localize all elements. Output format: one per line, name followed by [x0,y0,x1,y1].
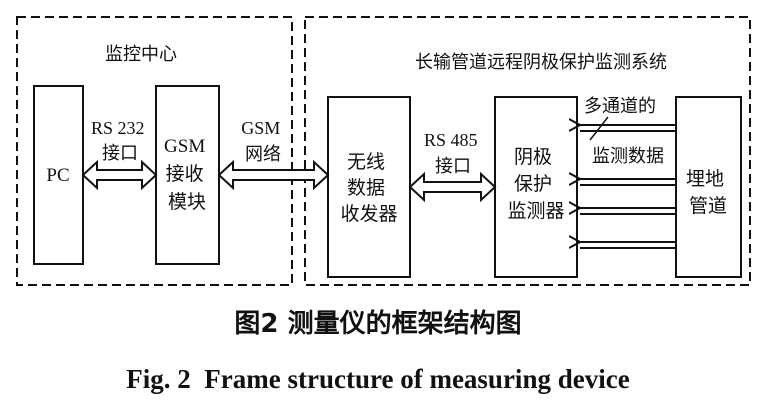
rs485-label: RS 485 接口 [424,130,482,177]
buried-pipeline-block [675,96,742,278]
channel-arrow-1 [580,125,676,132]
pc-block-text: PC [46,165,69,186]
rs232-bus-arrow [81,159,158,191]
channel-arrow-2 [580,179,676,186]
caption-chinese: 图2 测量仪的框架结构图 [234,308,521,339]
multichannel-data-label: 多通道的 监测数据 [584,96,664,167]
caption-english: Fig. 2 Frame structure of measuring devi… [126,364,629,394]
cathodic-monitor-block [494,96,578,278]
gsm-module-block [155,85,220,265]
gsm-network-label: GSM 网络 [241,118,285,165]
multichannel-leader-line [589,116,609,141]
gsm-network-bus-arrow [217,159,330,191]
rs485-bus-arrow [408,171,497,203]
wireless-transceiver-text: 无线 数据 收发器 [340,151,397,225]
channel-arrow-3 [580,208,676,215]
channel-arrow-4 [580,242,676,249]
gsm-module-text: GSM 接收 模块 [164,136,210,213]
rs232-label: RS 232 接口 [91,118,149,164]
remote-system-label: 长输管道远程阴极保护监测系统 [415,52,667,73]
buried-pipeline-text: 埋地 管道 [686,168,730,217]
remote-system-region [304,16,751,286]
cathodic-monitor-text: 阴极 保护 监测器 [507,146,564,222]
monitor-center-label: 监控中心 [105,44,177,65]
monitor-center-region [16,16,293,286]
